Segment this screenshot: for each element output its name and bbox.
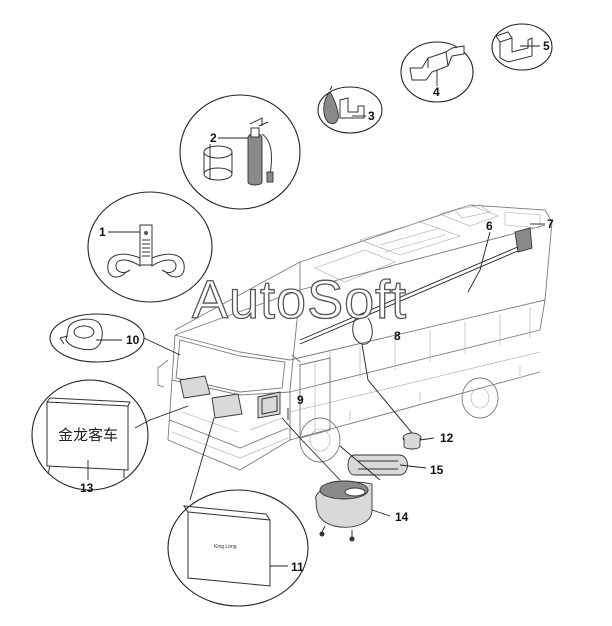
callout-11: 11: [291, 560, 304, 574]
part-2-fire-extinguisher: [179, 94, 301, 210]
callout-4: 4: [433, 85, 440, 99]
callout-5: 5: [543, 39, 550, 53]
part-11-sun-visor: King Long: [167, 375, 309, 607]
callout-14: 14: [395, 510, 409, 524]
leader-lines: [87, 45, 545, 567]
bus-illustration: [157, 204, 553, 471]
callout-12: 12: [440, 431, 454, 445]
part-6-7-roof-rail: [299, 227, 533, 345]
part-15-grab-handle: [347, 454, 408, 476]
callout-13: 13: [80, 481, 94, 495]
callout-3: 3: [368, 109, 375, 123]
sign-chinese-text: 金龙客车: [58, 426, 118, 444]
part-14-step-unit: [315, 480, 373, 542]
part-9-side-window: [257, 391, 281, 419]
part-4-bracket: [400, 41, 474, 103]
part-10-clamp: [49, 313, 145, 363]
watermark-text: AutoSoft: [192, 270, 407, 330]
callout-7: 7: [547, 217, 554, 231]
part-5-clip: [491, 23, 553, 71]
part-12-cap: [402, 432, 422, 450]
part-13-destination-sign: 金龙客车: [31, 379, 149, 491]
callout-2: 2: [210, 131, 217, 145]
callout-15: 15: [430, 463, 444, 477]
part-8-handle: [352, 314, 413, 434]
callout-10: 10: [126, 333, 140, 347]
callout-8: 8: [394, 329, 401, 343]
callout-1: 1: [99, 225, 106, 239]
callout-6: 6: [486, 219, 493, 233]
part-3-hook-holder: [317, 85, 383, 134]
callout-numbers: 1 2 3 4 5 6 7 8 9 10 11 12 13 14 15: [80, 39, 554, 574]
callout-9: 9: [297, 393, 304, 407]
part-1-coat-hook: [87, 191, 213, 303]
panel-logo-text: King Long: [214, 544, 237, 550]
